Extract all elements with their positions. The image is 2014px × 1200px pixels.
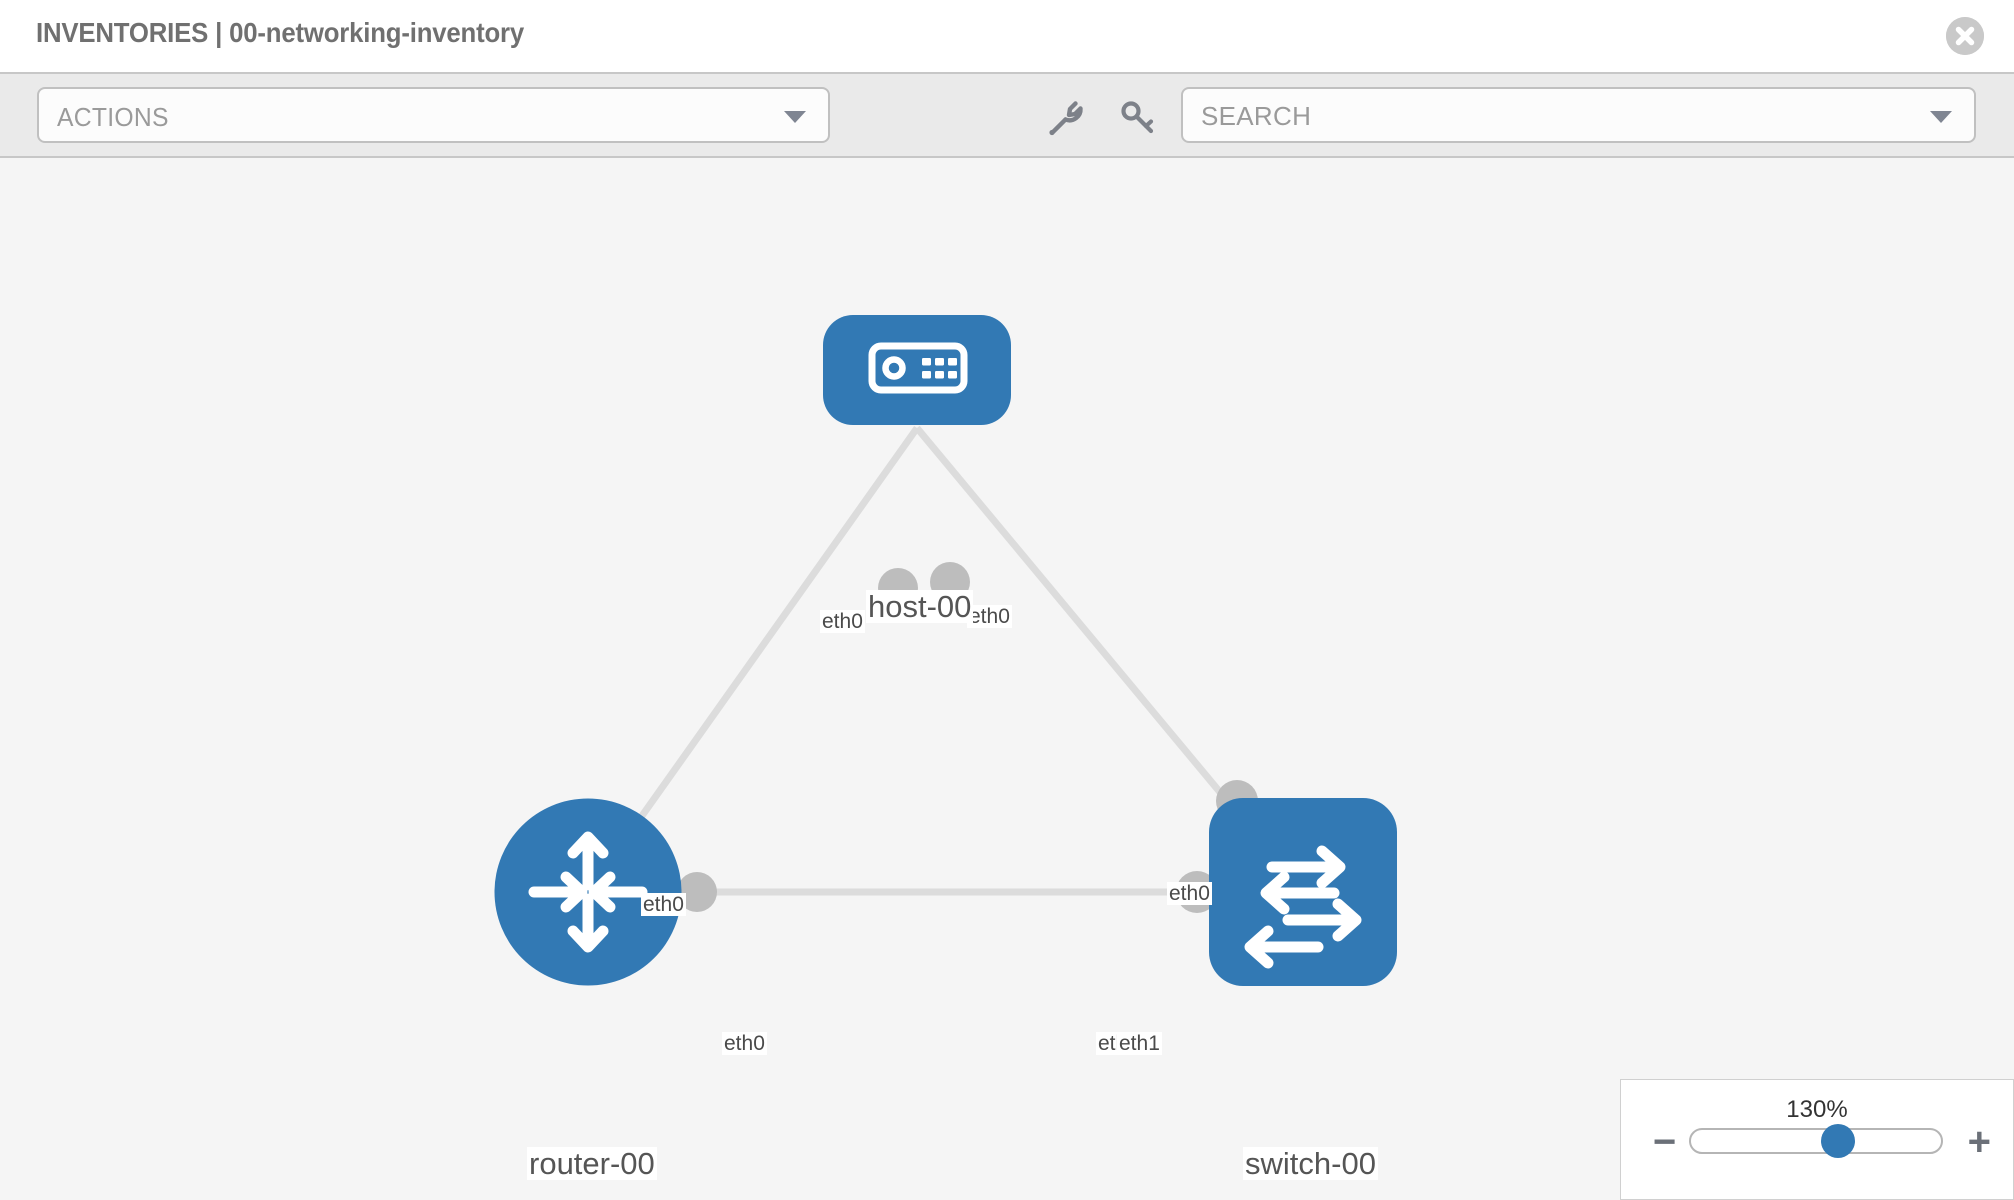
search-box[interactable] [1181,87,1976,143]
iface-label-router-east: eth0 [722,1032,767,1055]
node-switch-00[interactable] [1209,798,1397,986]
endpoint-router-east [677,872,717,912]
topology-edges [585,425,1306,896]
close-icon[interactable] [1946,17,1984,55]
edge-host-router [585,425,920,895]
node-label-router-00: router-00 [527,1146,657,1181]
zoom-control-panel: 130% − + [1620,1079,2014,1200]
search-input[interactable] [1199,89,1903,143]
iface-label-router-north: eth0 [641,893,686,916]
zoom-slider-thumb[interactable] [1821,1124,1855,1158]
toolbar: ACTIONS [0,72,2014,158]
zoom-slider-track[interactable] [1689,1124,1943,1158]
iface-label-host-right: eth0 [967,605,1012,628]
iface-label-switch-west: eth1 [1117,1032,1162,1055]
server-icon [868,342,968,394]
key-icon[interactable] [1118,96,1158,136]
node-router-00[interactable] [494,798,682,986]
four-way-arrows-icon [528,831,648,953]
topology-canvas[interactable]: eth0 eth0 eth0 eth0 eth0 eth0 eth1 host-… [0,158,2014,1200]
chevron-down-icon [784,111,806,123]
page-title: INVENTORIES | 00-networking-inventory [36,17,525,48]
zoom-level-label: 130% [1786,1096,1848,1123]
node-label-switch-00: switch-00 [1243,1146,1378,1181]
iface-label-host-left: eth0 [820,610,865,633]
topology-graph [494,315,1397,986]
iface-label-switch-north: eth0 [1167,882,1212,905]
node-host-00[interactable] [823,315,1011,425]
exchange-arrows-icon [1244,845,1362,969]
node-label-host-00: host-00 [866,589,974,624]
wrench-icon[interactable] [1044,96,1084,136]
chevron-down-icon[interactable] [1930,111,1952,123]
actions-dropdown-label: ACTIONS [57,102,169,132]
zoom-out-button[interactable]: − [1653,1120,1677,1164]
zoom-in-button[interactable]: + [1967,1120,1991,1164]
page-header: INVENTORIES | 00-networking-inventory [0,0,2014,72]
actions-dropdown[interactable]: ACTIONS [37,87,830,143]
